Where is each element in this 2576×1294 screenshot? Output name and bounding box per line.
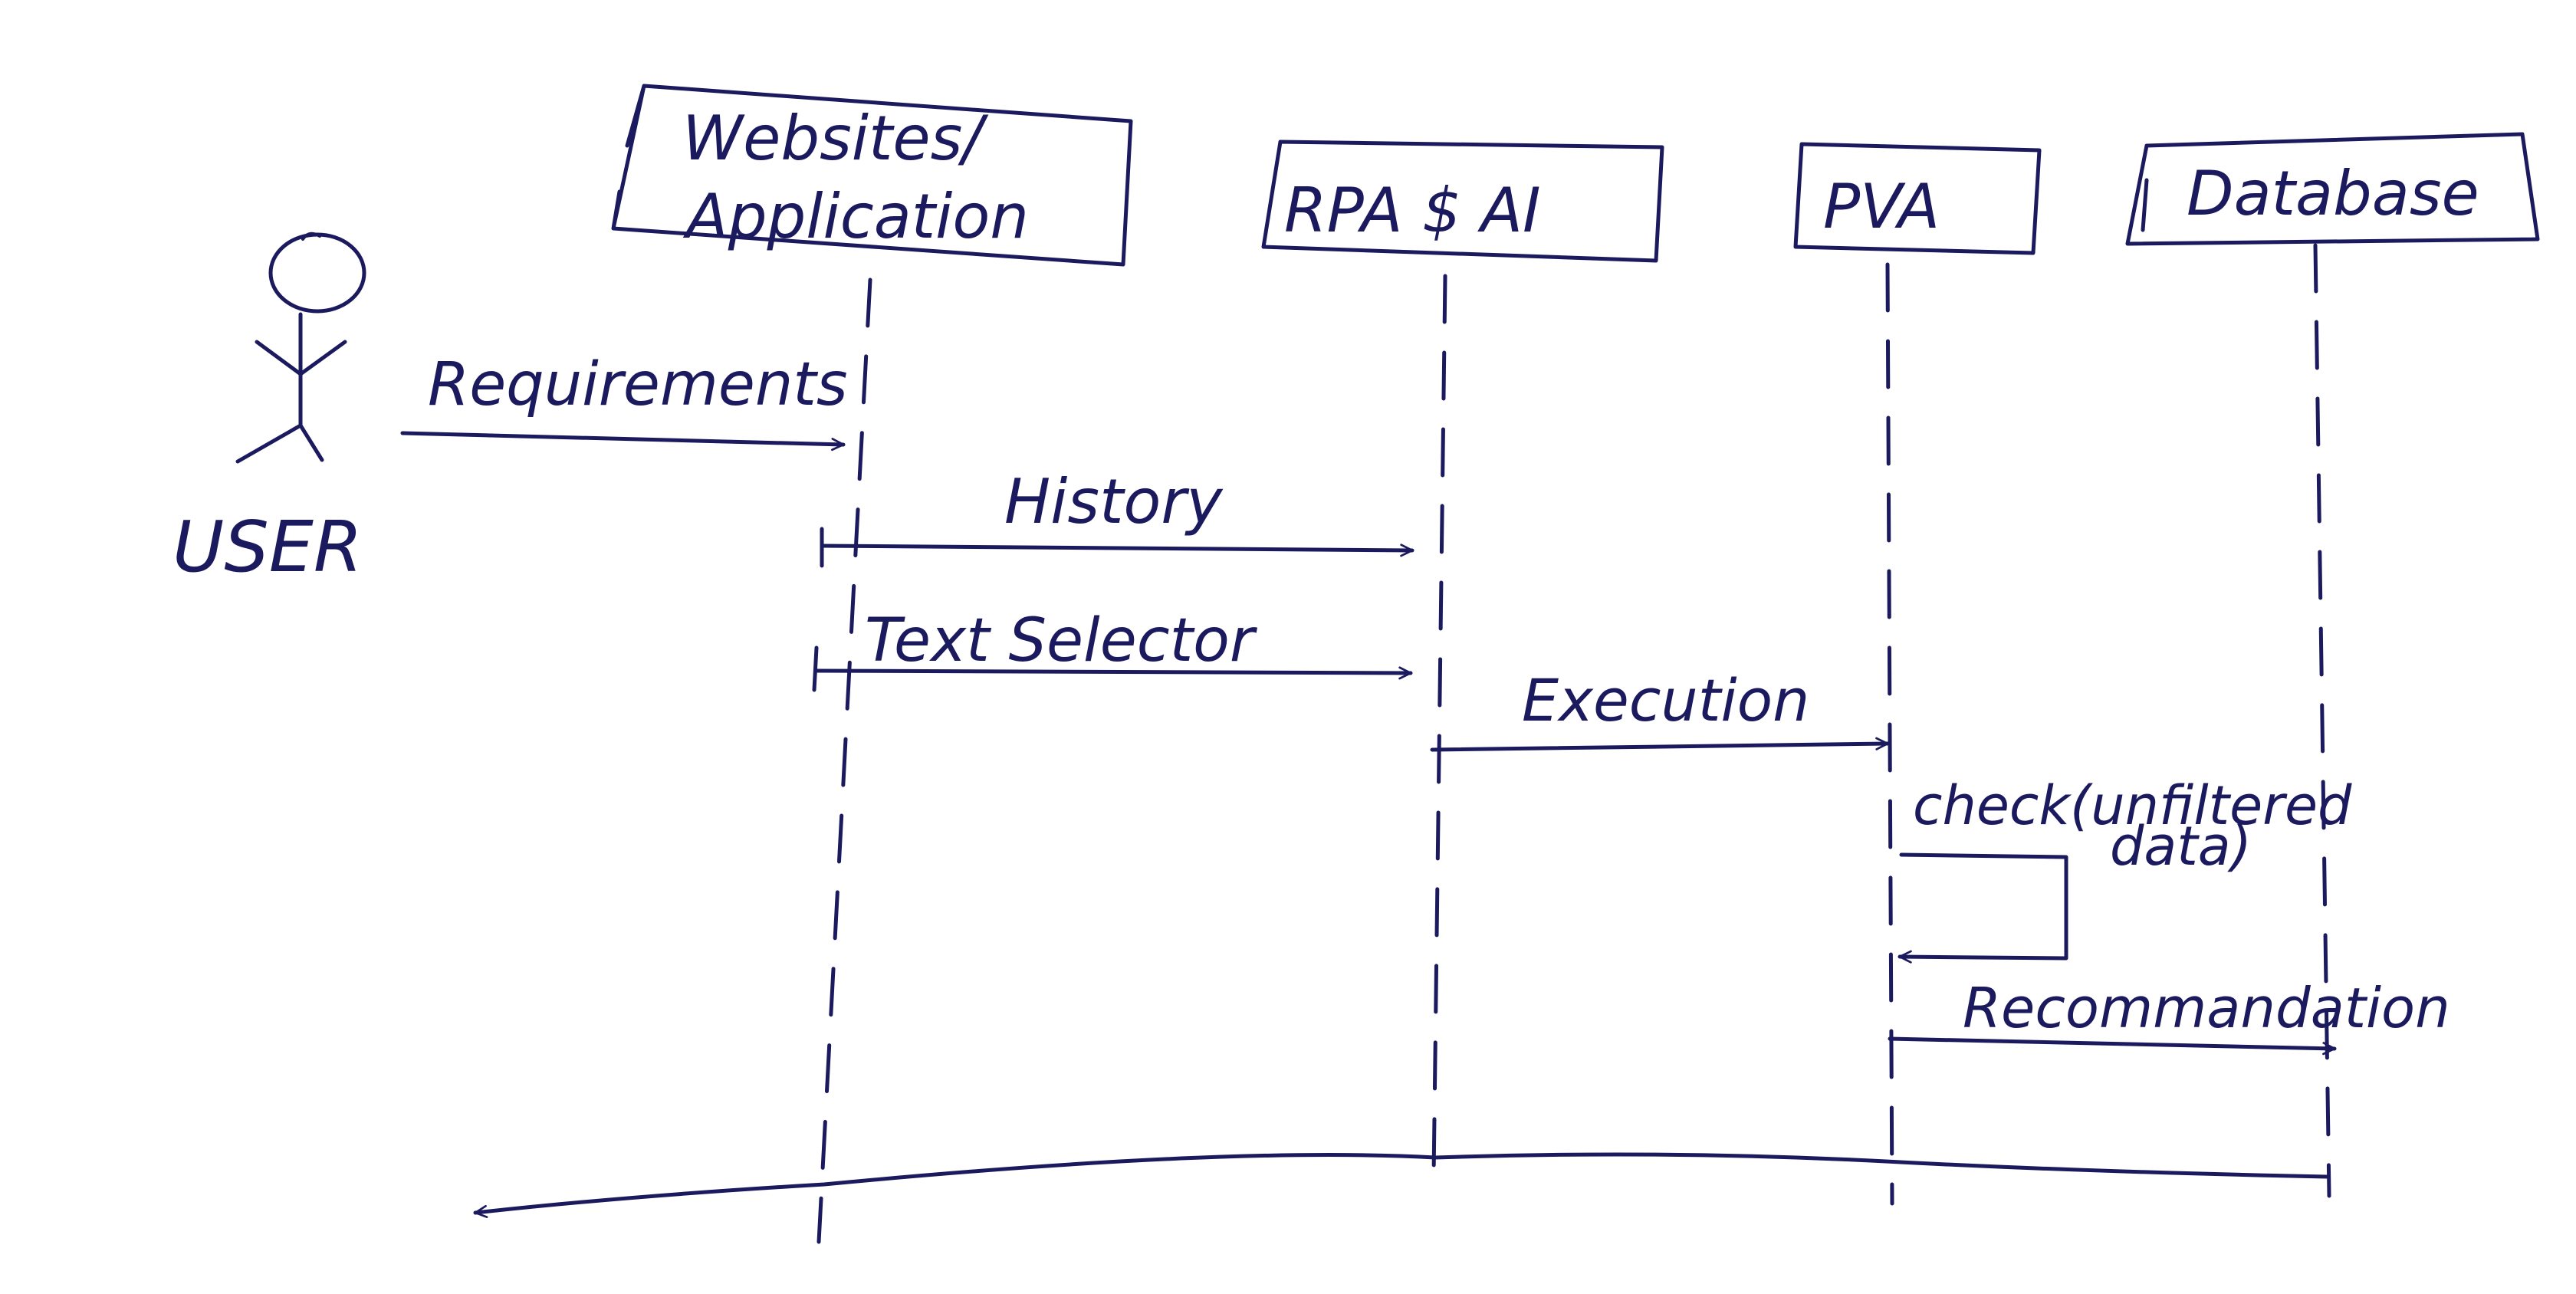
message-check: check(unfiltered data) [1898, 774, 2352, 964]
participant-database: Database [2125, 132, 2540, 246]
user-actor: USER [172, 232, 366, 588]
message-recommendation: Recommandation [1888, 976, 2450, 1056]
message-return [473, 1152, 2329, 1218]
lifeline-pva [1885, 262, 1894, 1206]
message-label-line2: data) [2110, 815, 2252, 878]
message-label-line1: check(unfiltered [1913, 774, 2352, 837]
message-label: Recommandation [1963, 976, 2450, 1040]
participant-box [1261, 140, 1664, 263]
participant-label: RPA $ AI [1284, 175, 1541, 246]
message-label: Requirements [428, 350, 848, 419]
message-execution: Execution [1430, 666, 1890, 752]
actor-label: USER [172, 506, 363, 588]
lifeline-websites [816, 278, 872, 1244]
self-message-arrow [1898, 852, 2068, 964]
message-requirements: Requirements [400, 350, 848, 452]
lifeline-rpa [1431, 274, 1447, 1179]
participant-box [2125, 132, 2540, 246]
message-arrow [820, 544, 1414, 557]
message-label: Execution [1522, 666, 1809, 734]
message-arrow [1888, 1036, 2337, 1056]
participant-label-line2: Application [682, 181, 1029, 252]
lifeline-database [2313, 243, 2331, 1198]
participant-label-line1: Websites/ [682, 103, 989, 174]
participant-pva: PVA [1793, 142, 2042, 255]
message-arrow [814, 666, 1413, 680]
participant-box [1793, 142, 2042, 255]
message-history: History [820, 466, 1414, 568]
message-text-selector: Text Selector [812, 606, 1413, 692]
participant-label: Database [2187, 158, 2479, 229]
participant-rpa: RPA $ AI [1261, 140, 1664, 263]
message-arrow [1430, 737, 1890, 752]
message-arrow [473, 1152, 2329, 1218]
message-label: Text Selector [865, 606, 1258, 675]
stick-figure-icon [235, 232, 366, 464]
message-label: History [1004, 466, 1224, 537]
message-arrow [400, 431, 846, 452]
participant-box [611, 84, 1133, 267]
participant-websites: Websites/ Application [611, 84, 1133, 267]
participant-label: PVA [1823, 171, 1940, 242]
lifelines [816, 243, 2331, 1244]
